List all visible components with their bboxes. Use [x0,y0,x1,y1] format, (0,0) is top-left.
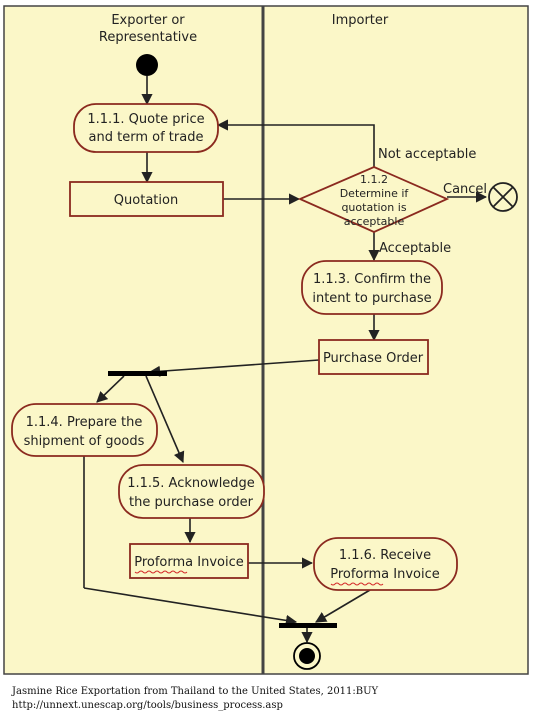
activity-final-node [293,642,321,670]
lane-header-exporter-line1: Exporter or [111,13,185,28]
edge-fork-to-prepare [96,375,125,403]
initial-node [136,54,158,76]
join-bar [279,623,337,628]
object-purchase-order [318,339,429,375]
activity-acknowledge-po [118,464,265,519]
activity-confirm-intent-line1: 1.1.3. Confirm the [313,272,431,287]
activity-quote-price-line1: 1.1.1. Quote price [87,112,204,127]
activity-quote-price [73,103,219,153]
edge-not-acceptable [216,119,375,168]
activity-diagram: Exporter or Representative Importer 1.1.… [3,5,529,675]
lane-header-exporter-line2: Representative [99,30,197,45]
activity-receive-proforma [313,537,458,591]
object-quotation-label: Quotation [114,193,178,208]
decision-line3: quotation is [341,201,406,214]
edge-receive-to-join [315,589,371,623]
decision-line4: acceptable [344,215,405,228]
flow-final-cancel [488,182,518,212]
fork-bar [108,371,167,376]
caption-url: http://unnext.unescap.org/tools/business… [12,700,283,711]
lane-header-importer: Importer [332,13,389,28]
edge-prepare-to-join-diag [83,587,298,626]
object-purchase-order-label: Purchase Order [323,351,424,366]
decision-line1: 1.1.2 [360,173,388,186]
edges [83,76,488,644]
activity-receive-proforma-line2: Proforma Invoice [330,567,440,582]
object-proforma-invoice-label: Proforma Invoice [134,555,244,570]
edge-po-to-fork [148,359,320,377]
label-not-acceptable: Not acceptable [378,147,476,162]
activity-acknowledge-po-line1: 1.1.5. Acknowledge [127,476,255,491]
label-acceptable: Acceptable [379,241,451,256]
spellcheck-underline-1 [134,570,188,574]
activity-confirm-intent [301,260,443,315]
activity-receive-proforma-line1: 1.1.6. Receive [339,548,431,563]
activity-prepare-shipment [11,403,158,457]
object-quotation [69,181,224,217]
object-proforma-invoice [129,543,249,579]
label-cancel: Cancel [443,182,487,197]
activity-acknowledge-po-line2: the purchase order [129,495,254,510]
activity-prepare-shipment-line2: shipment of goods [24,434,145,449]
activity-confirm-intent-line2: intent to purchase [312,291,431,306]
decision-line2: Determine if [340,187,410,200]
activity-prepare-shipment-line1: 1.1.4. Prepare the [26,415,143,430]
edge-fork-to-ack [145,375,185,464]
spellcheck-underline-2 [330,582,384,586]
activity-quote-price-line2: and term of trade [89,130,204,145]
decision-acceptable [297,166,450,233]
caption-title: Jasmine Rice Exportation from Thailand t… [12,686,379,697]
